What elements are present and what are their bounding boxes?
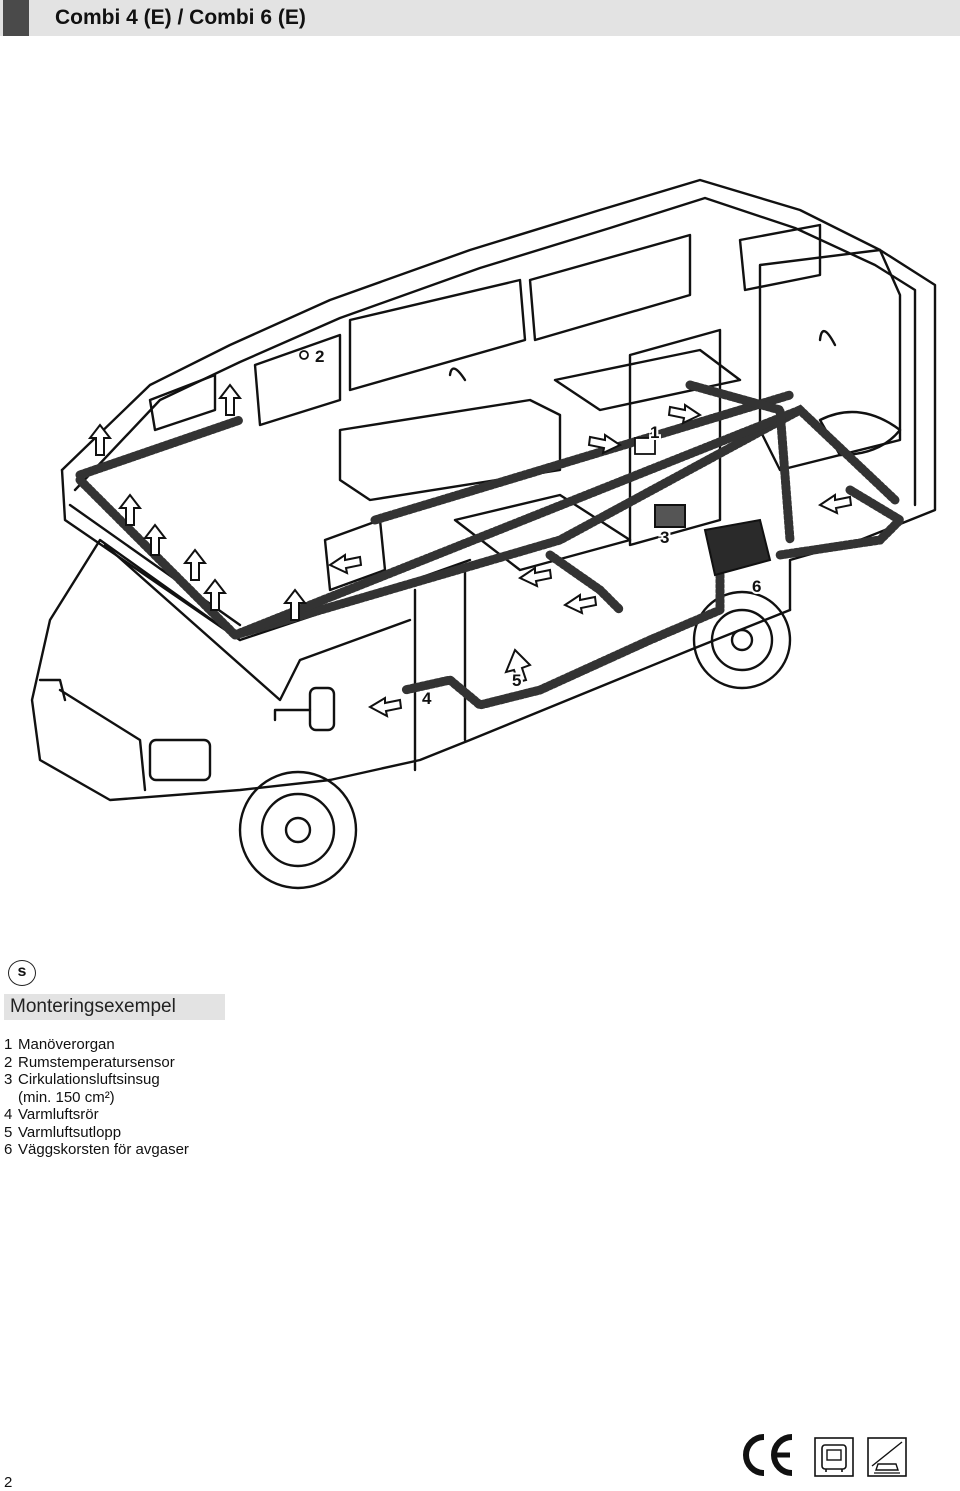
certification-triangle-icon — [867, 1437, 907, 1477]
header-bar — [0, 0, 960, 36]
callout-3: 3 — [660, 528, 669, 547]
motorhome-installation-illustration: 1 2 3 4 5 6 — [30, 178, 937, 890]
language-badge: s — [8, 960, 36, 986]
section-title-bar — [4, 994, 225, 1020]
page-number: 2 — [4, 1474, 13, 1491]
ce-mark-icon — [743, 1434, 793, 1476]
callout-6: 6 — [752, 577, 761, 596]
legend-item-continuation: (min. 150 cm²) — [18, 1088, 115, 1106]
certification-box-icon — [814, 1437, 854, 1477]
page-title: Combi 4 (E) / Combi 6 (E) — [55, 6, 306, 29]
callout-2: 2 — [315, 347, 324, 366]
section-title: Monteringsexempel — [10, 996, 176, 1017]
callout-4: 4 — [422, 689, 432, 708]
callout-1: 1 — [650, 423, 659, 442]
header-accent-block — [3, 0, 29, 36]
callout-5: 5 — [512, 671, 521, 690]
